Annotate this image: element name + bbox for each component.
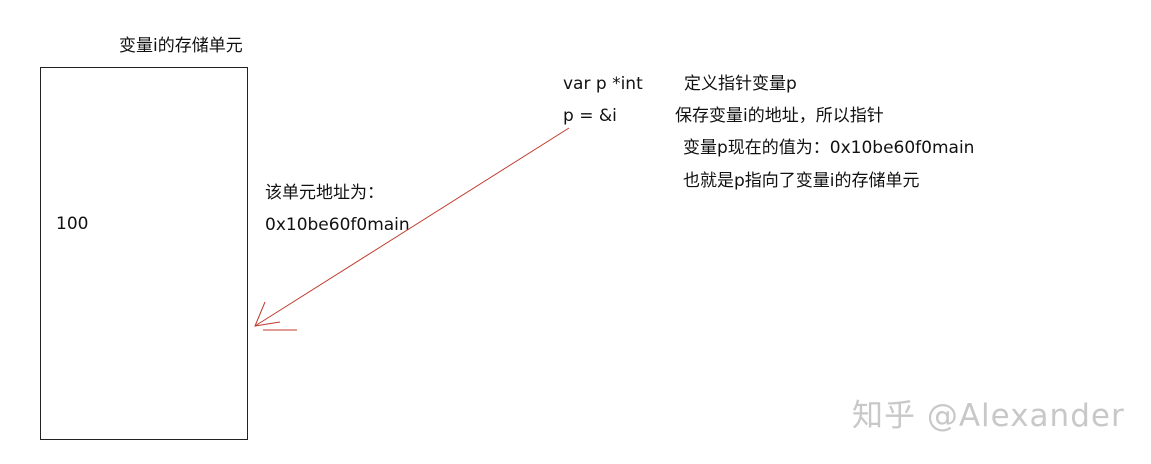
memory-cell-title: 变量i的存储单元 — [119, 36, 243, 56]
comment-declare: 定义指针变量p — [684, 74, 797, 94]
memory-cell-value: 100 — [56, 214, 89, 234]
comment-pointer-value: 变量p现在的值为：0x10be60f0main — [683, 138, 975, 158]
memory-cell-box — [40, 67, 248, 440]
pointer-arrow-head — [254, 301, 281, 327]
code-line-assign: p = &i — [563, 106, 617, 126]
watermark: 知乎 @Alexander — [852, 398, 1125, 434]
code-line-declare: var p *int — [563, 74, 643, 94]
comment-pointer-target: 也就是p指向了变量i的存储单元 — [683, 171, 920, 191]
comment-assign: 保存变量i的地址，所以指针 — [675, 106, 884, 126]
address-label: 该单元地址为： — [265, 183, 384, 203]
address-value: 0x10be60f0main — [265, 215, 410, 235]
